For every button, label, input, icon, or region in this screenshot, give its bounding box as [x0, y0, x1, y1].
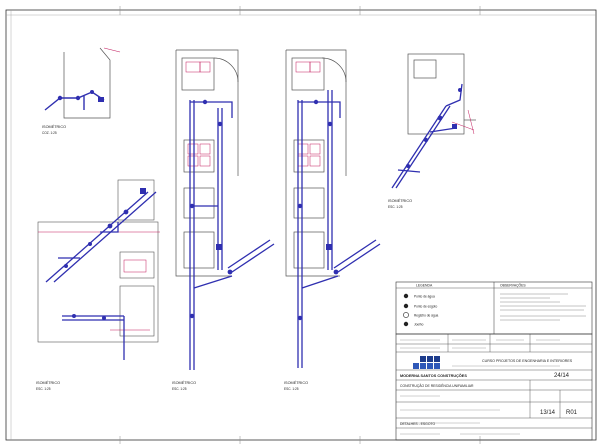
sheet-border — [5, 9, 597, 441]
view-3-scale: ESC. 1:25 — [172, 387, 187, 391]
title-block — [395, 333, 593, 441]
view-1-scale: COZ. 1:25 — [42, 131, 57, 135]
view-4-scale: ESC. 1:25 — [284, 387, 299, 391]
view-4-caption: ISOMÉTRICO — [284, 380, 308, 385]
title-subject: DETALHES - ESGOTO — [400, 422, 435, 426]
legend-item-3: Registro de água — [414, 314, 439, 318]
notes-title: OBSERVAÇÕES — [500, 283, 526, 288]
legend-title: LEGENDA — [416, 284, 433, 288]
view-3-plan-isometric — [175, 49, 275, 370]
legend-item-4: Joelho — [414, 323, 424, 327]
title-tagline: MODERNA SANTOS CONSTRUÇÕES — [400, 373, 467, 378]
view-5-scale: ESC. 1:25 — [388, 205, 403, 209]
title-project: CONSTRUÇÃO DE RESIDÊNCIA UNIFAMILIAR — [400, 383, 474, 388]
view-4-plan-isometric — [285, 49, 381, 368]
legend-item-2: Ponto de esgoto — [414, 305, 437, 309]
view-1-isometric — [44, 47, 121, 119]
title-sheet-number: 13/14 — [540, 410, 556, 416]
title-revision: R01 — [566, 410, 578, 416]
notes-lines — [500, 293, 586, 321]
legend-item-1: Ponto de água — [414, 295, 435, 299]
view-2-caption: ISOMÉTRICO — [36, 380, 60, 385]
view-3-caption: ISOMÉTRICO — [172, 380, 196, 385]
title-number-top: 24/14 — [554, 373, 570, 379]
view-2-scale: ESC. 1:25 — [36, 387, 51, 391]
view-1-caption: ISOMÉTRICO — [42, 124, 66, 129]
view-2-isometric — [37, 179, 160, 360]
view-5-caption: ISOMÉTRICO — [388, 198, 412, 203]
company-logo — [413, 356, 440, 369]
view-5-isometric — [391, 53, 476, 189]
title-company: CURSO PROJETOS DE ENGENHARIA E INTERIORE… — [482, 359, 573, 363]
